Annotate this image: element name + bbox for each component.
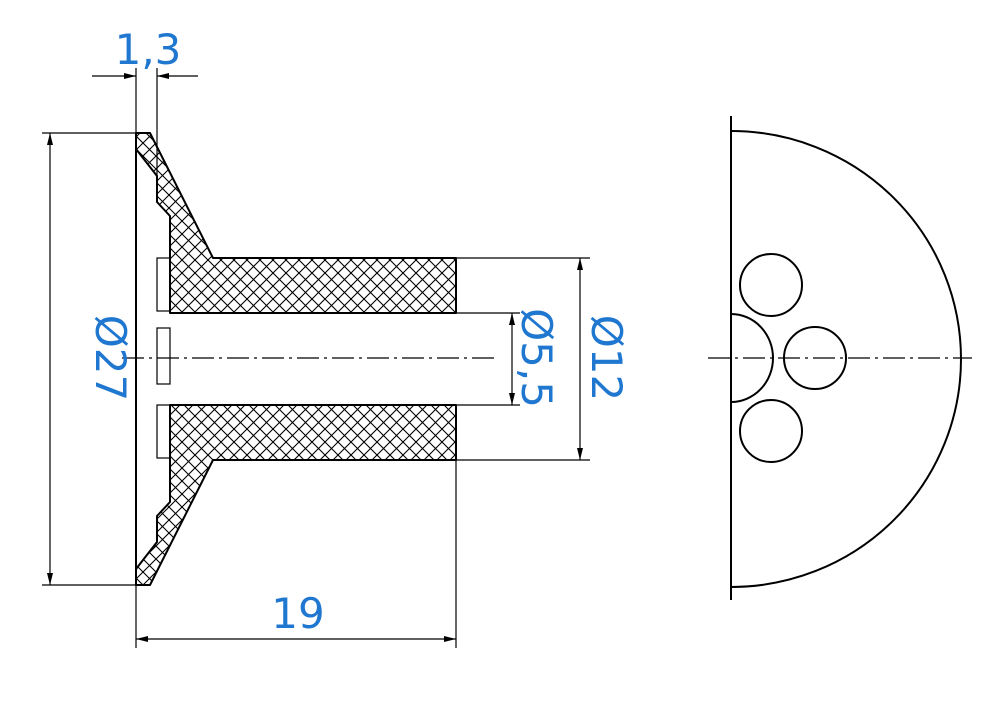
hatched-section-lower [135,404,457,586]
half-disc-outline [730,130,962,588]
end-view [708,116,972,600]
dim-total-length: 19 [271,589,324,638]
hatched-section-upper [135,132,457,314]
section-view [122,132,495,586]
dim-bore-diameter: Ø5,5 [512,308,561,408]
slot-lower [156,404,171,459]
hole-top [739,253,803,317]
dim-flange-diameter: Ø27 [86,315,135,402]
dim-sleeve-diameter: Ø12 [582,315,631,402]
slot-middle [156,327,171,385]
hole-bottom [739,399,803,463]
slot-upper [156,257,171,312]
dim-flange-thickness: 1,3 [115,25,182,74]
dimensions: 1,3 Ø27 Ø5,5 Ø12 19 [42,25,631,648]
